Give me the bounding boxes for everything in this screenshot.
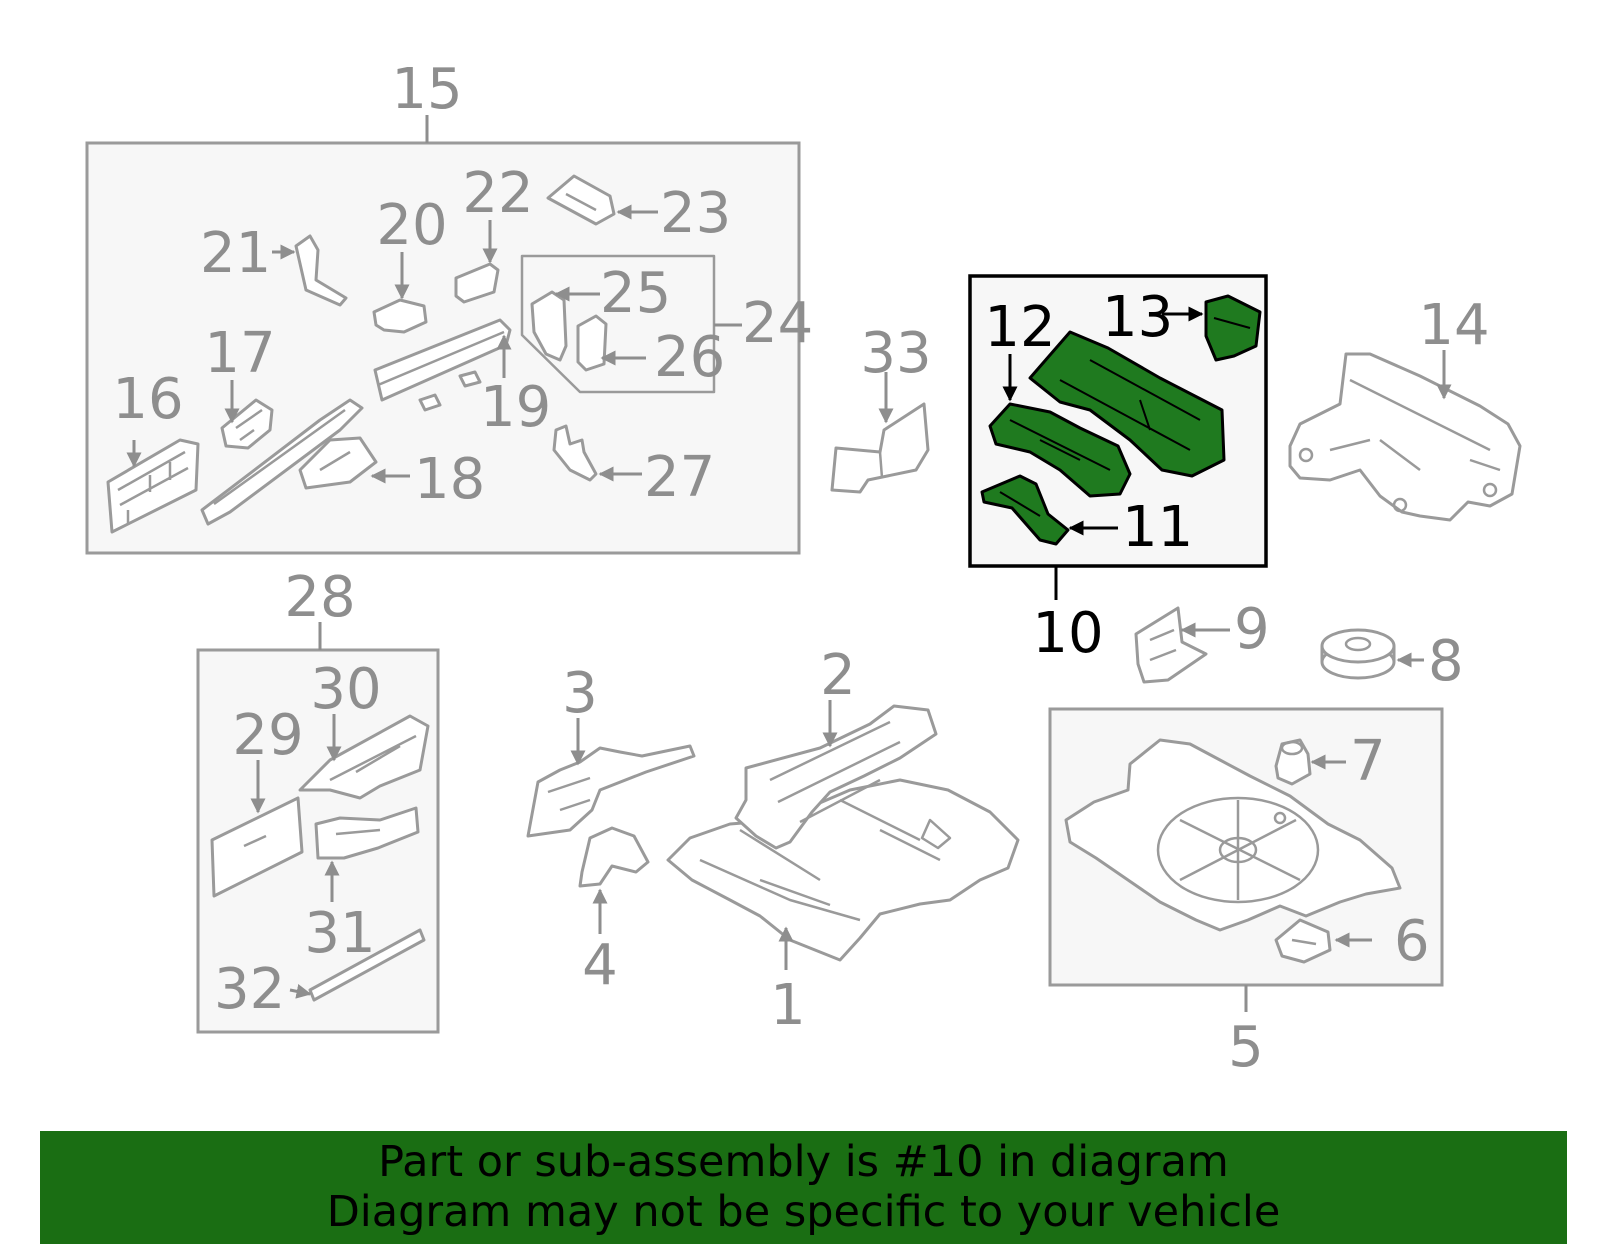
part-11-bracket[interactable] — [980, 474, 1118, 546]
callout-11: 11 — [1122, 495, 1193, 560]
part-1-floor-pan[interactable] — [666, 778, 1020, 970]
part-2-tunnel[interactable] — [734, 700, 938, 850]
part-17-bracket[interactable] — [220, 380, 274, 450]
part-18-front-rail[interactable] — [200, 398, 410, 526]
callout-31: 31 — [304, 901, 375, 966]
callout-33: 33 — [860, 321, 931, 386]
callout-1: 1 — [770, 973, 806, 1038]
part-6-plug[interactable] — [1274, 918, 1372, 964]
callout-30: 30 — [310, 657, 381, 722]
part-19-rail[interactable] — [373, 318, 512, 412]
callout-10: 10 — [1032, 601, 1103, 666]
callout-2: 2 — [820, 643, 856, 708]
callout-18: 18 — [414, 447, 485, 512]
callout-17: 17 — [204, 321, 275, 386]
callout-3: 3 — [562, 661, 598, 726]
part-5-rear-floor[interactable] — [1064, 738, 1402, 932]
callout-13: 13 — [1102, 285, 1173, 350]
callout-4: 4 — [582, 933, 618, 998]
part-16-bracket[interactable] — [106, 438, 200, 534]
part-4-bracket[interactable] — [578, 826, 650, 934]
part-12-rear-rail[interactable] — [988, 330, 1226, 498]
callout-9: 9 — [1234, 597, 1270, 662]
banner-line-1: Part or sub-assembly is #10 in diagram — [378, 1137, 1229, 1187]
callout-12: 12 — [984, 295, 1055, 360]
banner-line-2: Diagram may not be specific to your vehi… — [326, 1187, 1281, 1237]
callout-20: 20 — [376, 193, 447, 258]
callout-14: 14 — [1418, 293, 1489, 358]
callout-22: 22 — [462, 161, 533, 226]
callout-5: 5 — [1228, 1015, 1264, 1080]
callout-24: 24 — [742, 291, 813, 356]
part-25-bracket[interactable] — [530, 286, 600, 362]
callout-19: 19 — [480, 375, 551, 440]
callout-32: 32 — [214, 957, 285, 1022]
callout-8: 8 — [1428, 629, 1464, 694]
part-3-bracket[interactable] — [526, 718, 696, 838]
part-9-bracket[interactable] — [1134, 606, 1230, 684]
part-7-bracket[interactable] — [1274, 738, 1346, 786]
part-13-bracket[interactable] — [1162, 294, 1262, 362]
callout-labels: 15 16 17 18 19 20 21 22 23 24 25 26 27 3… — [112, 57, 1489, 1080]
part-27-bracket[interactable] — [552, 424, 642, 482]
callout-6: 6 — [1394, 909, 1430, 974]
callout-28: 28 — [284, 565, 355, 630]
part-30-bracket[interactable] — [298, 714, 430, 800]
callout-7: 7 — [1350, 729, 1386, 794]
part-31-bracket[interactable] — [314, 806, 420, 902]
part-8-grommet[interactable] — [1320, 628, 1424, 680]
part-21-bracket[interactable] — [272, 234, 348, 307]
part-29-panel[interactable] — [210, 760, 304, 898]
info-banner: Part or sub-assembly is #10 in diagram D… — [40, 1131, 1567, 1244]
part-32-rail[interactable] — [289, 928, 426, 1002]
callout-26: 26 — [654, 325, 725, 390]
callout-29: 29 — [232, 703, 303, 768]
part-26-bracket[interactable] — [576, 314, 646, 372]
part-33-bracket[interactable] — [830, 372, 930, 494]
part-14-crossmember[interactable] — [1288, 350, 1522, 522]
callout-21: 21 — [200, 221, 271, 286]
callout-16: 16 — [112, 367, 183, 432]
part-23-bracket[interactable] — [546, 174, 658, 226]
callout-15: 15 — [391, 57, 462, 122]
callout-27: 27 — [644, 445, 715, 510]
part-20-bracket[interactable] — [372, 252, 428, 334]
callout-25: 25 — [600, 261, 671, 326]
callout-23: 23 — [660, 181, 731, 246]
part-22-bracket[interactable] — [454, 220, 500, 304]
